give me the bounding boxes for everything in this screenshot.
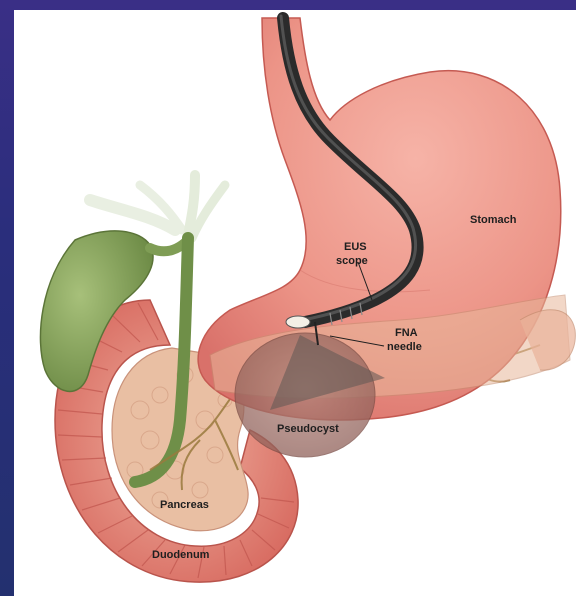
label-duodenum: Duodenum [152, 549, 210, 561]
label-stomach: Stomach [470, 214, 517, 226]
bile-duct-branches [90, 175, 225, 238]
label-fna-1: FNA [395, 327, 418, 339]
label-eus-scope-2: scope [336, 255, 368, 267]
label-pseudocyst: Pseudocyst [277, 423, 339, 435]
label-pancreas: Pancreas [160, 499, 209, 511]
label-fna-2: needle [387, 341, 422, 353]
scope-tip [286, 316, 310, 328]
label-eus-scope-1: EUS [344, 241, 367, 253]
